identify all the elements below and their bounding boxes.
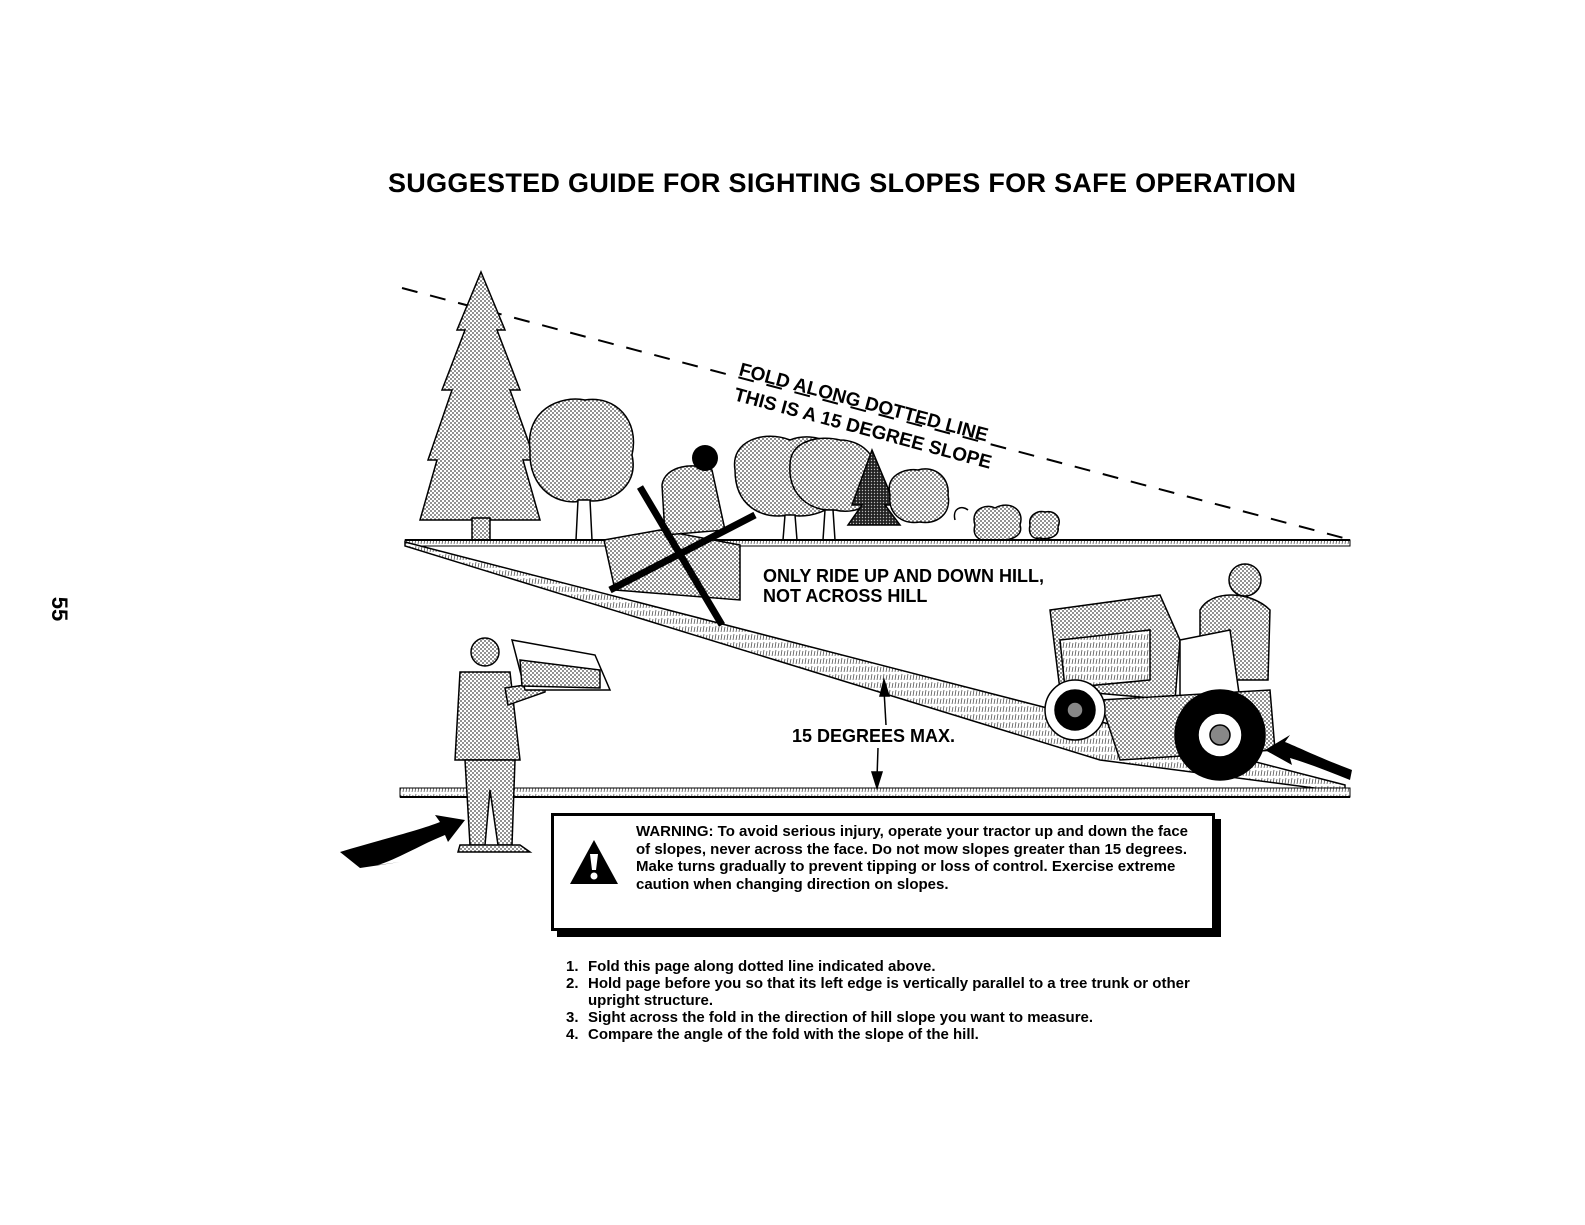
direction-arrow-icon (1265, 735, 1352, 780)
fold-dotted-line (401, 287, 1356, 542)
warning-triangle-icon (570, 840, 618, 884)
list-item: 1.Fold this page along dotted line indic… (566, 958, 936, 975)
crossed-out-rider (603, 445, 757, 627)
lower-ground (399, 787, 1351, 798)
round-tree-3 (888, 468, 950, 524)
small-bush (973, 504, 1022, 542)
walk-arrow-icon (340, 815, 465, 868)
person-sighting (454, 637, 612, 853)
warning-text: WARNING: To avoid serious injury, operat… (636, 823, 1189, 893)
pine-tree-left (419, 270, 541, 521)
max-angle-label: 15 DEGREES MAX. (792, 726, 955, 746)
tractor-rider (1044, 563, 1276, 781)
round-tree (528, 398, 635, 503)
list-item: 2.Hold page before you so that its left … (566, 975, 1190, 1009)
list-item: 4.Compare the angle of the fold with the… (566, 1026, 979, 1043)
ride-instruction-line2: NOT ACROSS HILL (763, 586, 927, 606)
page-title: SUGGESTED GUIDE FOR SIGHTING SLOPES FOR … (388, 168, 1297, 198)
angle-arrow (870, 677, 891, 791)
small-bush-2 (1028, 510, 1060, 540)
list-item: 3.Sight across the fold in the direction… (566, 1009, 1094, 1026)
tree-group (419, 270, 1060, 543)
ride-instruction-line1: ONLY RIDE UP AND DOWN HILL, (763, 566, 1044, 586)
warning-box: WARNING: To avoid serious injury, operat… (551, 813, 1215, 931)
instruction-steps: 1.Fold this page along dotted line indic… (566, 958, 1216, 1043)
